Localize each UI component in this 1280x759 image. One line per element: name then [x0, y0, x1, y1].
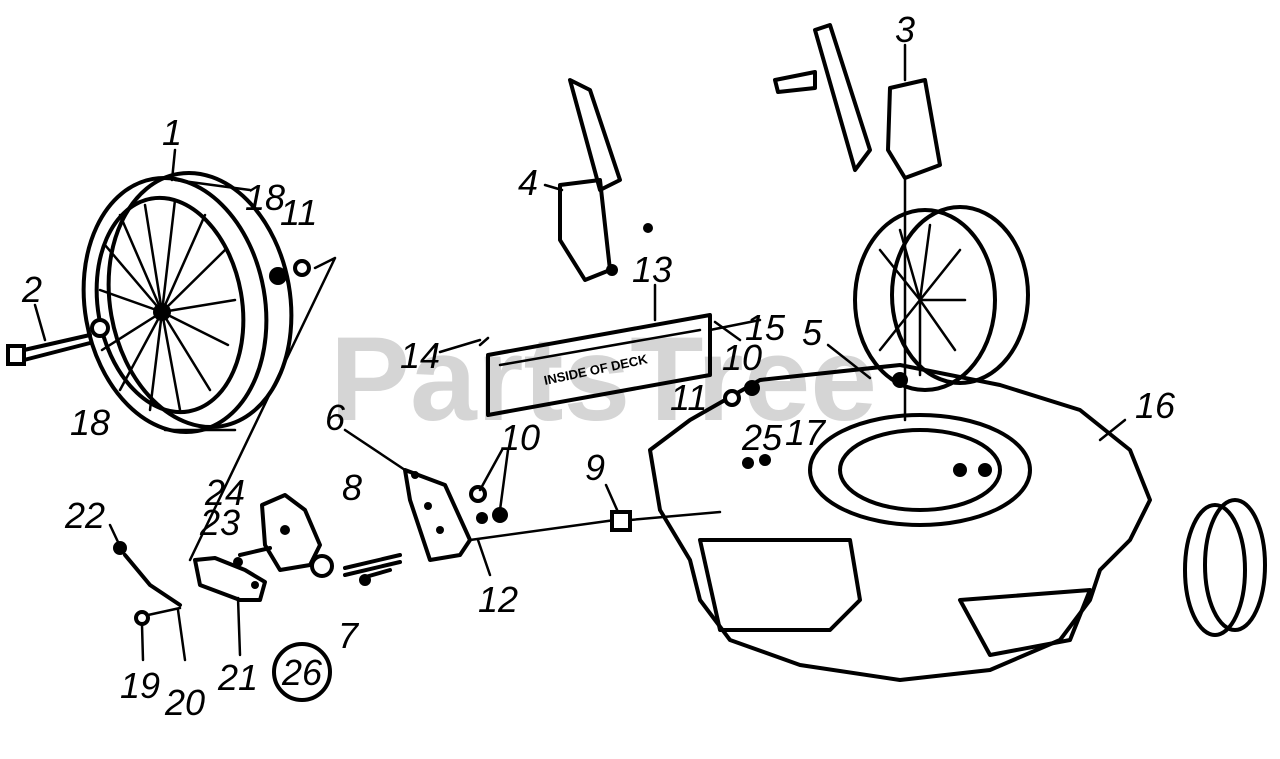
nut-25 — [742, 457, 754, 469]
callout-11a: 11 — [280, 192, 317, 233]
callout-10b: 10 — [722, 337, 762, 378]
callout-3: 3 — [895, 9, 915, 50]
callout-14: 14 — [400, 335, 440, 376]
leader-lines — [33, 43, 1127, 662]
callout-15: 15 — [745, 307, 786, 348]
callout-26-circle — [272, 642, 332, 702]
bolt-8 — [343, 553, 402, 577]
washer-11 — [293, 259, 311, 277]
height-bracket — [403, 468, 722, 562]
callout-labels: 1 2 3 4 5 6 7 8 9 10 10 11 11 12 13 14 1… — [21, 9, 1176, 723]
callout-17: 17 — [785, 412, 827, 453]
callout-25: 25 — [741, 417, 783, 458]
callout-16: 16 — [1135, 385, 1176, 426]
front-wheel — [1183, 498, 1267, 637]
left-wheel — [81, 170, 294, 435]
callout-18a: 18 — [245, 177, 285, 218]
bolt-17 — [759, 454, 771, 466]
spacer-9 — [610, 510, 632, 532]
callout-13: 13 — [632, 249, 672, 290]
spacer-18 — [269, 267, 287, 285]
callout-5: 5 — [802, 312, 823, 353]
washer-11b — [723, 389, 741, 407]
callout-22: 22 — [64, 495, 105, 536]
callout-7: 7 — [338, 615, 360, 656]
right-rear-wheel — [853, 205, 1030, 392]
callout-21: 21 — [217, 657, 258, 698]
callout-8: 8 — [342, 467, 362, 508]
axle-bolt — [6, 333, 92, 366]
lift-rod — [113, 541, 182, 626]
callout-11b: 11 — [670, 377, 707, 418]
callout-23: 23 — [199, 502, 240, 543]
handle-left — [558, 78, 653, 282]
callout-19: 19 — [120, 665, 160, 706]
callout-2: 2 — [21, 269, 42, 310]
callout-6: 6 — [325, 397, 346, 438]
handle-right — [773, 23, 942, 422]
bolt-23 — [238, 546, 272, 557]
callout-1: 1 — [162, 112, 182, 153]
callout-24: 24 — [204, 472, 245, 513]
callout-20: 20 — [164, 682, 205, 723]
callout-4: 4 — [518, 162, 538, 203]
nut-10b — [744, 380, 760, 396]
callout-18b: 18 — [70, 402, 110, 443]
callout-12: 12 — [478, 579, 518, 620]
callout-10a: 10 — [500, 417, 540, 458]
cam-plate — [193, 493, 334, 602]
callout-9: 9 — [585, 447, 605, 488]
callout-26: 26 — [281, 652, 323, 693]
